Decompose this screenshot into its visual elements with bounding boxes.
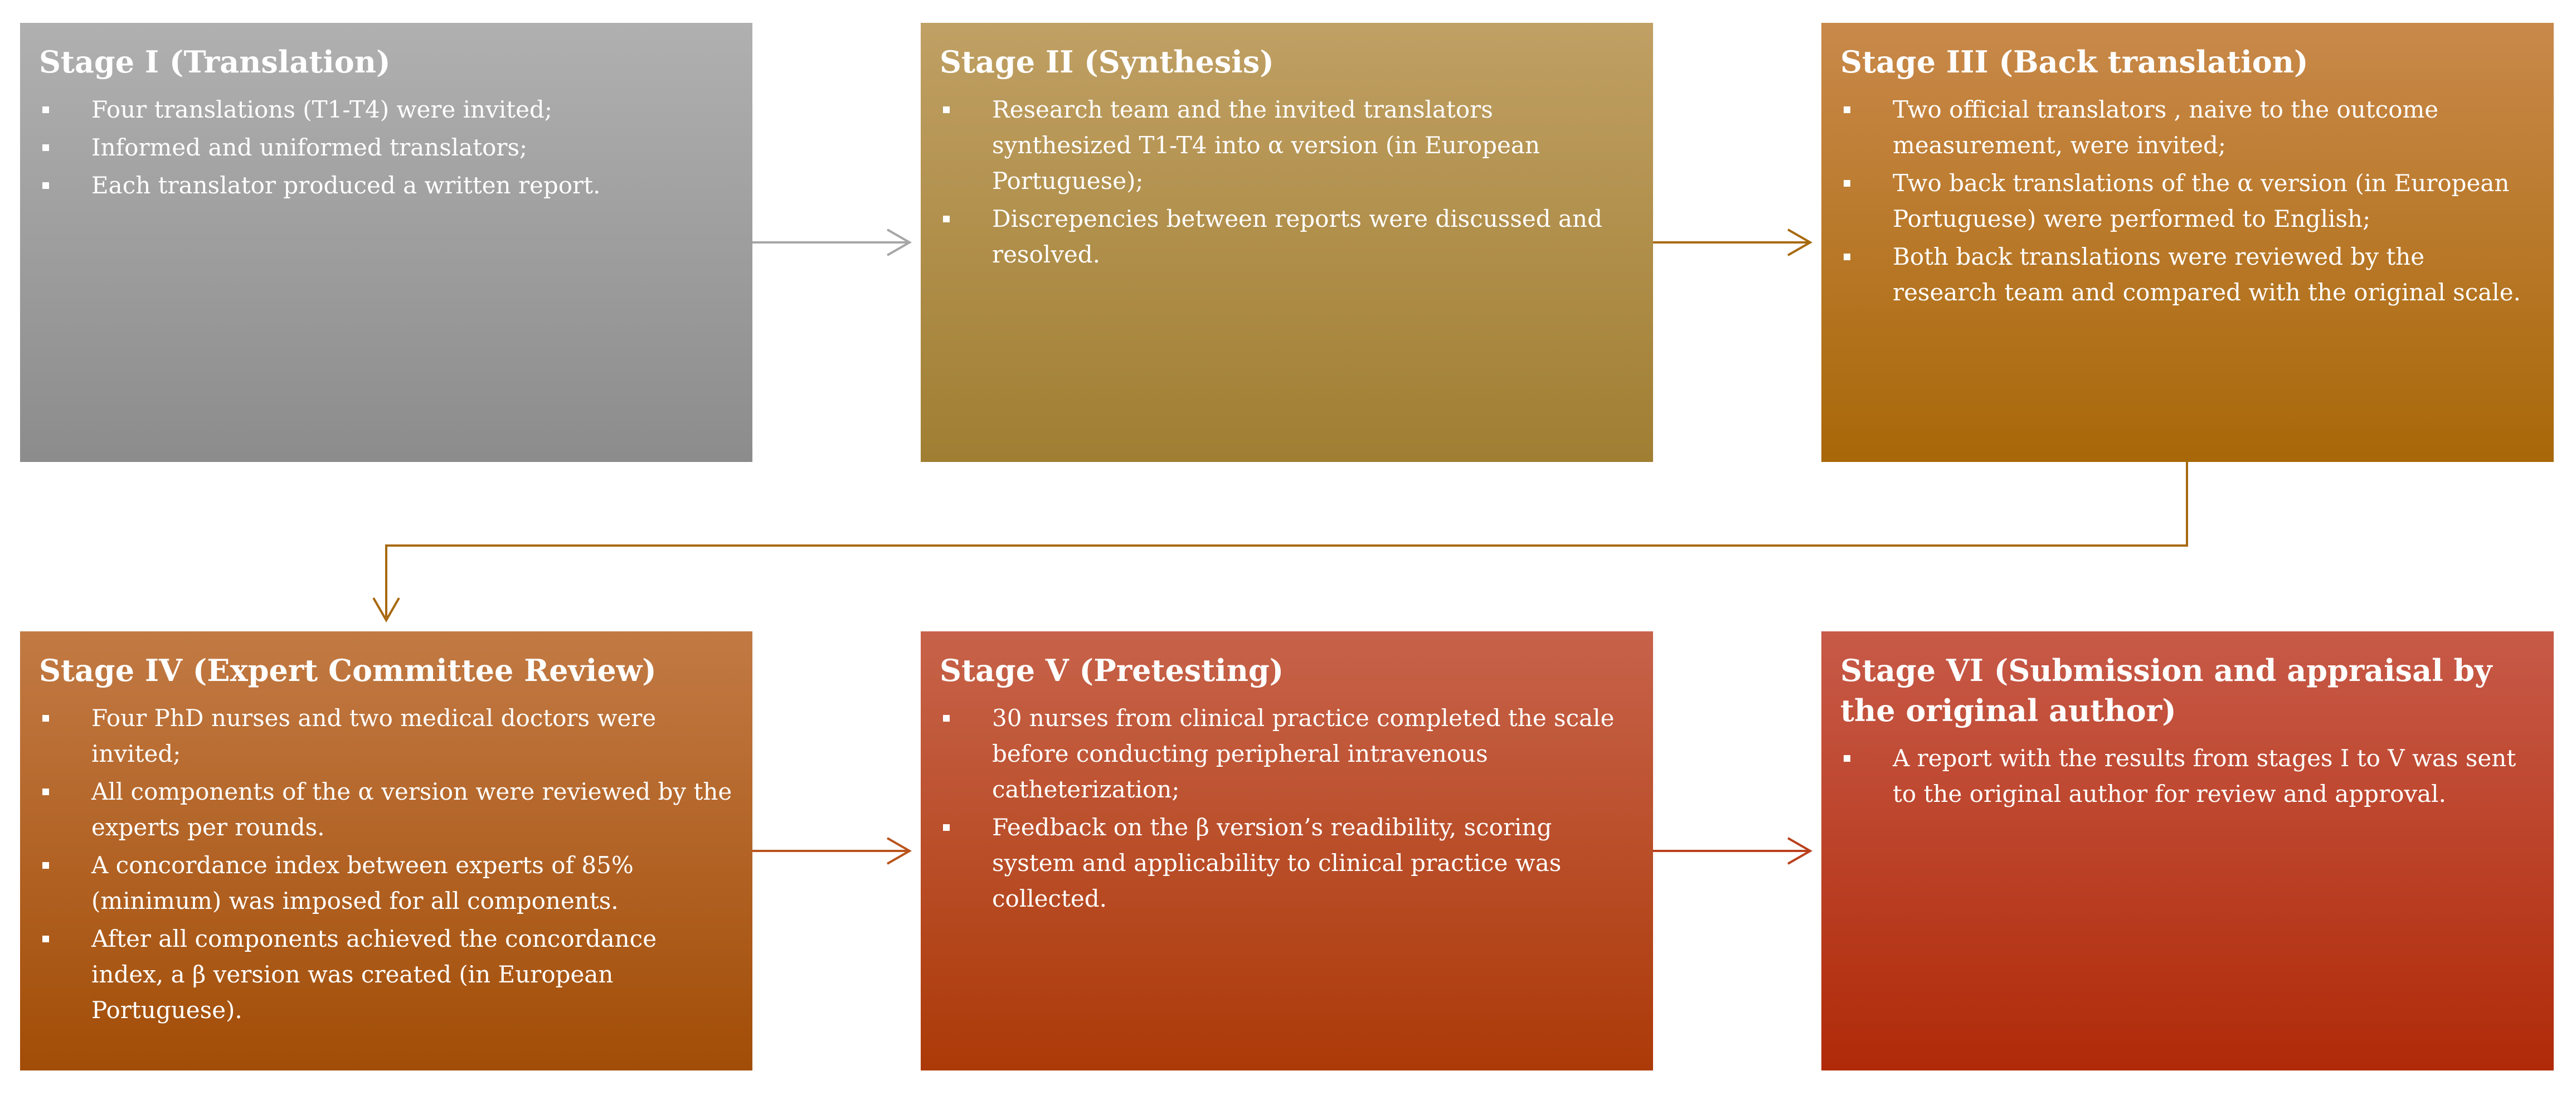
stage-2-item: Research team and the invited translator… bbox=[940, 92, 1635, 199]
stage-1-title: Stage I (Translation) bbox=[39, 44, 391, 80]
stage-1-item: Informed and uniformed translators; bbox=[39, 130, 735, 166]
stage-4-item: A concordance index between experts of 8… bbox=[39, 848, 735, 919]
arrow-stage2-to-stage3 bbox=[1653, 228, 1813, 256]
stage-5-item: Feedback on the β version’s readibility,… bbox=[940, 810, 1635, 917]
arrow-stage3-to-stage4 bbox=[372, 462, 2188, 623]
stage-5-title: Stage V (Pretesting) bbox=[940, 653, 1284, 688]
stage-3-item: Both back translations were reviewed by … bbox=[1840, 239, 2536, 310]
stage-4-item: All components of the α version were rev… bbox=[39, 774, 735, 845]
stage-4-title: Stage IV (Expert Committee Review) bbox=[39, 653, 657, 688]
stage-1-item: Four translations (T1-T4) were invited; bbox=[39, 92, 735, 128]
stage-1-list: Four translations (T1-T4) were invited; … bbox=[39, 92, 735, 203]
stage-3-box: Stage III (Back translation) Two officia… bbox=[1821, 23, 2554, 462]
stage-6-box: Stage VI (Submission and appraisal by th… bbox=[1821, 631, 2554, 1070]
stage-4-list: Four PhD nurses and two medical doctors … bbox=[39, 700, 735, 1028]
stage-5-list: 30 nurses from clinical practice complet… bbox=[940, 700, 1635, 917]
stage-2-box: Stage II (Synthesis) Research team and t… bbox=[921, 23, 1653, 462]
stage-1-item: Each translator produced a written repor… bbox=[39, 168, 735, 203]
stage-4-box: Stage IV (Expert Committee Review) Four … bbox=[20, 631, 752, 1070]
stage-2-title: Stage II (Synthesis) bbox=[940, 44, 1274, 80]
stage-6-title: Stage VI (Submission and appraisal by th… bbox=[1840, 653, 2492, 728]
stage-6-item: A report with the results from stages I … bbox=[1840, 741, 2536, 812]
stage-4-item: Four PhD nurses and two medical doctors … bbox=[39, 700, 735, 772]
stage-5-box: Stage V (Pretesting) 30 nurses from clin… bbox=[921, 631, 1653, 1070]
stage-3-item: Two official translators , naive to the … bbox=[1840, 92, 2536, 163]
arrow-stage4-to-stage5 bbox=[752, 837, 912, 865]
stage-5-item: 30 nurses from clinical practice complet… bbox=[940, 700, 1635, 807]
stage-2-list: Research team and the invited translator… bbox=[940, 92, 1635, 272]
stage-3-title: Stage III (Back translation) bbox=[1840, 44, 2308, 80]
stage-1-box: Stage I (Translation) Four translations … bbox=[20, 23, 752, 462]
arrow-stage1-to-stage2 bbox=[752, 228, 912, 256]
stage-4-item: After all components achieved the concor… bbox=[39, 921, 735, 1028]
stage-3-item: Two back translations of the α version (… bbox=[1840, 166, 2536, 237]
stage-3-list: Two official translators , naive to the … bbox=[1840, 92, 2536, 310]
stage-6-list: A report with the results from stages I … bbox=[1840, 741, 2536, 812]
stage-2-item: Discrepencies between reports were discu… bbox=[940, 201, 1635, 272]
arrow-stage5-to-stage6 bbox=[1653, 837, 1813, 865]
